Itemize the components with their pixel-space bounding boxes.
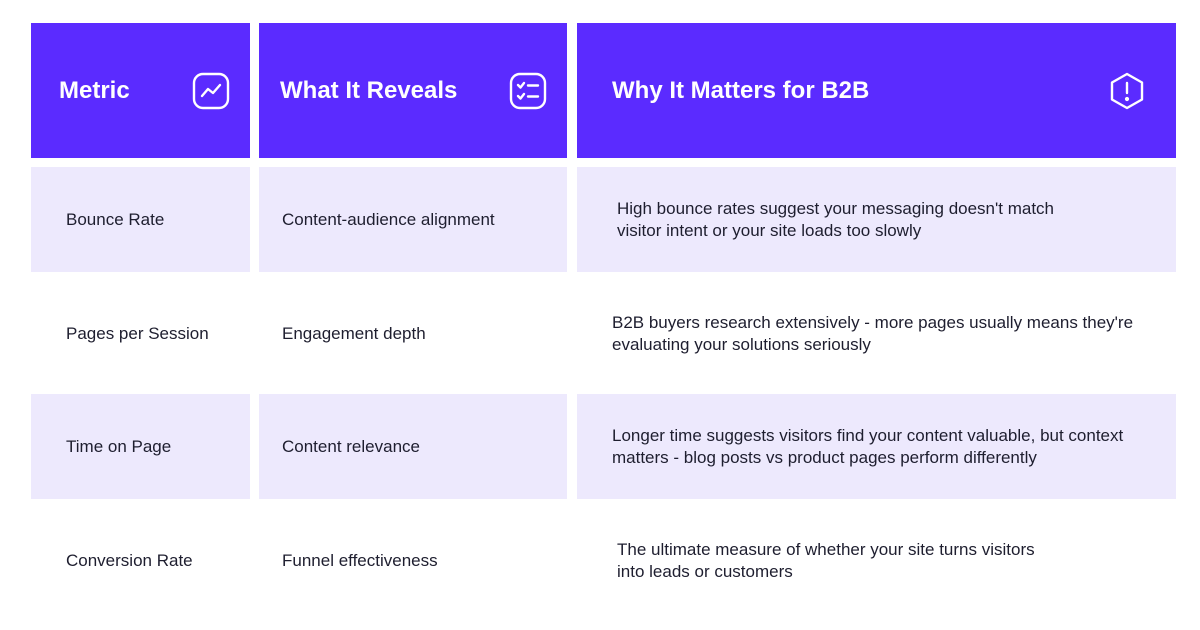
why-text: Longer time suggests visitors find your … <box>612 425 1124 467</box>
reveals-text: Content relevance <box>282 436 420 456</box>
header-what-it-reveals: What It Reveals <box>259 23 567 158</box>
table-cell-metric: Conversion Rate <box>31 508 250 613</box>
table-cell-reveals: Content-audience alignment <box>259 167 567 272</box>
table-cell-metric: Pages per Session <box>31 281 250 386</box>
reveals-text: Engagement depth <box>282 323 426 343</box>
table-cell-reveals: Content relevance <box>259 394 567 499</box>
header-label: What It Reveals <box>280 76 458 104</box>
reveals-text: Funnel effectiveness <box>282 550 438 570</box>
why-text: The ultimate measure of whether your sit… <box>617 539 1035 581</box>
checklist-icon <box>508 71 548 111</box>
metric-name: Pages per Session <box>66 323 209 343</box>
header-label: Why It Matters for B2B <box>612 76 870 104</box>
header-why-it-matters: Why It Matters for B2B <box>577 23 1176 158</box>
table-cell-reveals: Engagement depth <box>259 281 567 386</box>
metric-name: Conversion Rate <box>66 550 193 570</box>
header-label: Metric <box>59 76 130 104</box>
table-cell-why: Longer time suggests visitors find your … <box>577 394 1176 499</box>
trend-line-icon <box>191 71 231 111</box>
header-metric: Metric <box>31 23 250 158</box>
table-cell-metric: Time on Page <box>31 394 250 499</box>
table-cell-reveals: Funnel effectiveness <box>259 508 567 613</box>
table-cell-why: B2B buyers research extensively - more p… <box>577 281 1176 386</box>
why-text: B2B buyers research extensively - more p… <box>612 312 1134 354</box>
metric-name: Bounce Rate <box>66 209 165 229</box>
alert-hexagon-icon <box>1107 71 1147 111</box>
table-cell-why: High bounce rates suggest your messaging… <box>577 167 1176 272</box>
table-cell-metric: Bounce Rate <box>31 167 250 272</box>
reveals-text: Content-audience alignment <box>282 209 495 229</box>
why-text: High bounce rates suggest your messaging… <box>617 198 1054 240</box>
metric-name: Time on Page <box>66 436 172 456</box>
table-cell-why: The ultimate measure of whether your sit… <box>577 508 1176 613</box>
